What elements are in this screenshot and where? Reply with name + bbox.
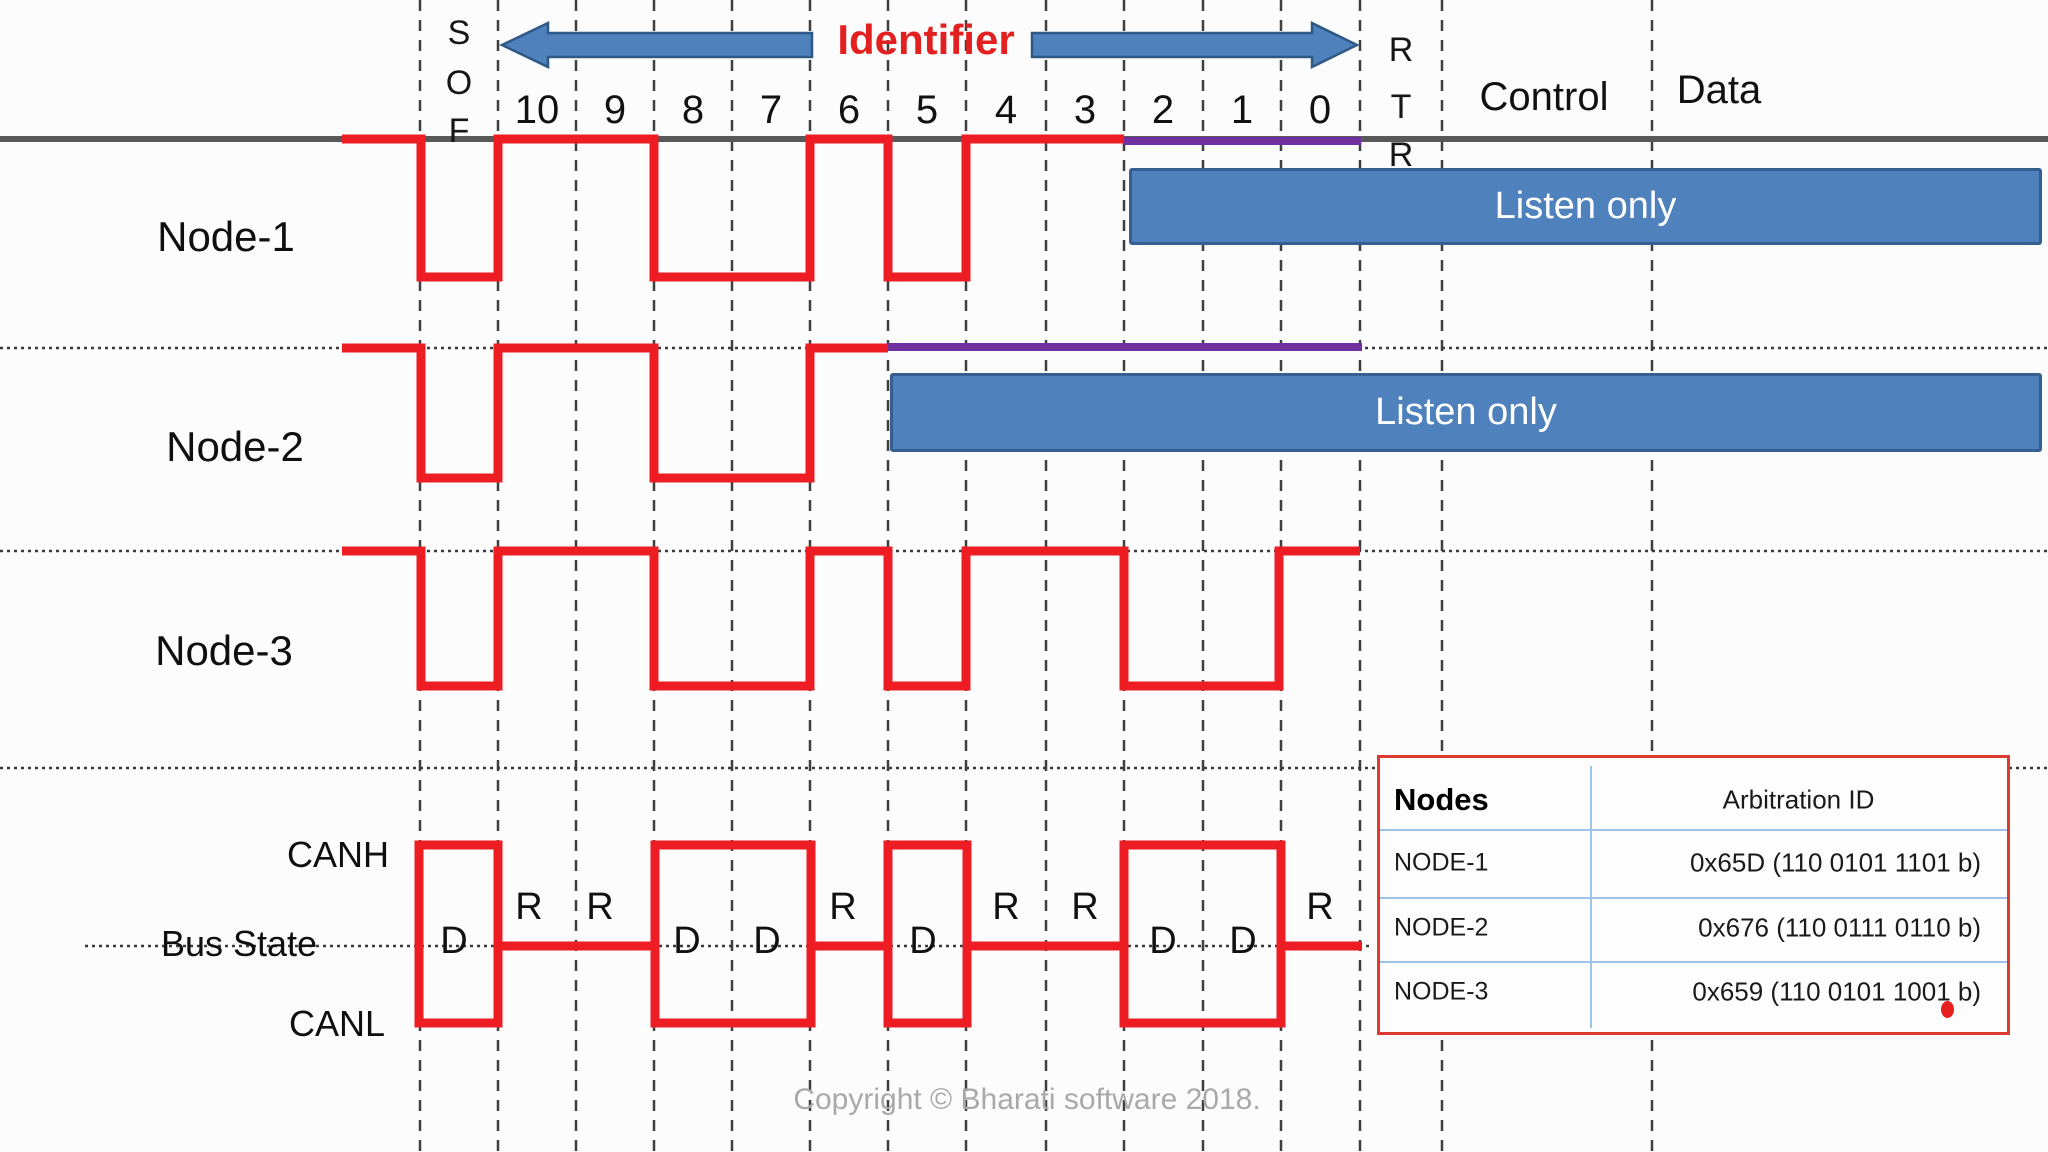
copyright-text: Copyright © Bharati software 2018. xyxy=(793,1083,1261,1116)
node1-waveform xyxy=(342,134,1124,282)
table-cell-node3-id: 0x659 (110 0101 1001 b) xyxy=(1692,976,1981,1007)
bus-r-label-b9: R xyxy=(586,886,614,928)
bus-d-label-b1: D xyxy=(1229,920,1257,962)
bus-r-label-b4: R xyxy=(992,886,1020,928)
bit-label-2: 2 xyxy=(1151,88,1175,132)
table-cell-node3-name: NODE-3 xyxy=(1394,977,1489,1006)
node1-listen-only-bar: Listen only xyxy=(1129,168,2042,245)
sof-letter-o: O xyxy=(445,64,473,102)
bus-r-label-b3: R xyxy=(1071,886,1099,928)
table-row-divider xyxy=(1380,961,2007,963)
bus-d-label-sof: D xyxy=(440,920,468,962)
table-header-arbitration-id: Arbitration ID xyxy=(1722,784,1875,815)
bus-d-label-b7: D xyxy=(753,920,781,962)
control-field-label: Control xyxy=(1479,75,1609,119)
table-cell-node2-name: NODE-2 xyxy=(1394,913,1489,942)
bus-r-label-b10: R xyxy=(515,886,543,928)
bit-label-0: 0 xyxy=(1308,88,1332,132)
bus-d-label-b8: D xyxy=(673,920,701,962)
bit-label-3: 3 xyxy=(1073,88,1097,132)
node1-label: Node-1 xyxy=(157,213,295,260)
bit-label-8: 8 xyxy=(681,88,705,132)
bus-d-label-b2: D xyxy=(1149,920,1177,962)
bit-label-10: 10 xyxy=(514,88,560,132)
node1-listen-only-label: Listen only xyxy=(1494,185,1677,227)
table-row-divider xyxy=(1380,897,2007,899)
table-row-divider xyxy=(1380,829,2007,831)
bus-r-label-b0: R xyxy=(1306,886,1334,928)
node2-listen-only-bar: Listen only xyxy=(890,373,2042,452)
rtr-letter-r1: R xyxy=(1388,31,1414,69)
bus-state-dominant-boxes xyxy=(414,840,1286,1028)
node2-waveform xyxy=(342,343,888,483)
canl-label: CANL xyxy=(288,1003,386,1044)
red-dot-icon xyxy=(1941,1001,1954,1018)
sof-letter-s: S xyxy=(447,14,471,52)
table-cell-node2-id: 0x676 (110 0111 0110 b) xyxy=(1698,912,1981,943)
bus-r-label-b6: R xyxy=(829,886,857,928)
node2-listen-only-label: Listen only xyxy=(1375,391,1557,433)
bit-label-6: 6 xyxy=(837,88,861,132)
bit-label-7: 7 xyxy=(759,88,783,132)
bit-label-4: 4 xyxy=(994,88,1018,132)
bit-label-1: 1 xyxy=(1230,88,1254,132)
rtr-letter-t: T xyxy=(1390,88,1412,126)
identifier-left-arrow-icon xyxy=(499,21,814,69)
node3-label: Node-3 xyxy=(155,627,293,674)
rtr-letter-r2: R xyxy=(1388,136,1414,174)
node2-label: Node-2 xyxy=(166,423,304,470)
canh-label: CANH xyxy=(286,834,390,875)
identifier-label: Identifier xyxy=(837,16,1015,63)
identifier-right-arrow-icon xyxy=(1030,20,1360,70)
bit-label-9: 9 xyxy=(603,88,627,132)
table-cell-node1-id: 0x65D (110 0101 1101 b) xyxy=(1689,847,1981,878)
arbitration-id-table: Nodes Arbitration ID NODE-1 0x65D (110 0… xyxy=(1377,755,2010,1035)
table-header-nodes: Nodes xyxy=(1394,782,1489,817)
bus-state-label: Bus State xyxy=(160,923,318,964)
bit-label-5: 5 xyxy=(915,88,939,132)
data-field-label: Data xyxy=(1676,68,1762,112)
table-cell-node1-name: NODE-1 xyxy=(1394,848,1489,877)
sof-letter-f: F xyxy=(448,112,470,150)
bus-d-label-b5: D xyxy=(909,920,937,962)
node3-waveform xyxy=(342,546,1360,691)
